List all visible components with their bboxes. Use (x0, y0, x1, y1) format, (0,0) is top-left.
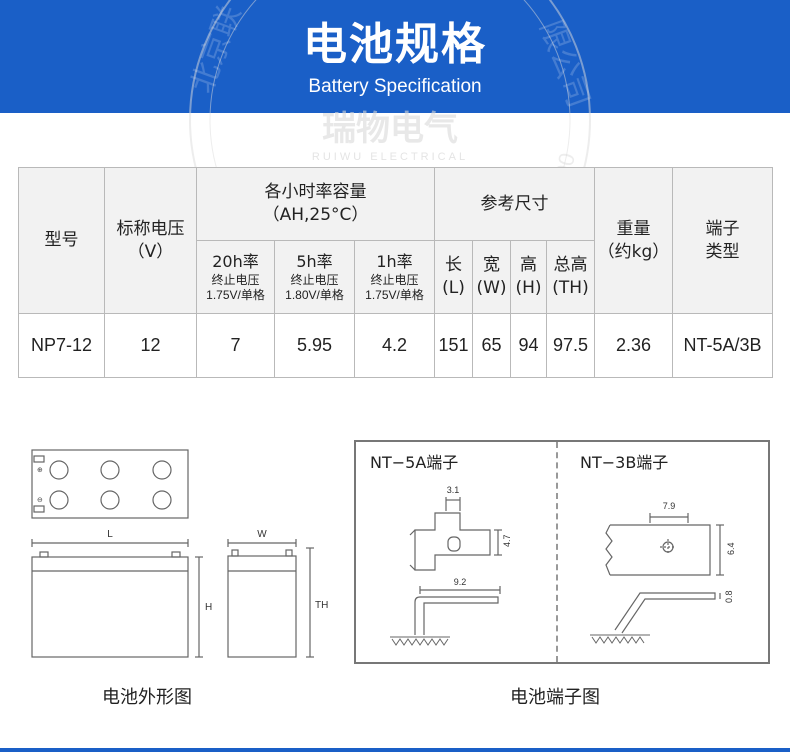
minus-terminal-mark: ⊖ (37, 496, 43, 504)
dim-TH-label: TH (315, 600, 328, 611)
terminal-divider (556, 442, 558, 662)
header-length-cn: 长 (445, 255, 462, 275)
header-rate-5h: 5h率 终止电压 1.80V/单格 (274, 240, 355, 314)
nt5a-dim-bottom: 9.2 (454, 577, 467, 587)
header-width: 宽 (W) (472, 240, 511, 314)
nt5a-dim-top: 3.1 (447, 485, 460, 495)
cell-height: 94 (510, 313, 547, 378)
header-total-height-cn: 总高 (553, 255, 588, 275)
header-terminal-line2: 类型 (705, 241, 740, 262)
dim-H-label: H (205, 602, 212, 613)
nt3b-title: NT−3B端子 (580, 453, 669, 472)
header-voltage-line2: （V） (127, 241, 174, 262)
cell-cap-20h: 7 (196, 313, 275, 378)
header-length-abbr: (L) (442, 278, 465, 298)
header-rate-1h: 1h率 终止电压 1.75V/单格 (354, 240, 435, 314)
nt3b-dim-side: 6.4 (726, 542, 736, 555)
header-voltage: 标称电压 （V） (104, 167, 197, 314)
rate-1h-voltage: 1.75V/单格 (365, 287, 424, 302)
header-height-abbr: (H) (515, 278, 542, 298)
cell-cap-5h: 5.95 (274, 313, 355, 378)
table-header-row-2: 20h率 终止电压 1.75V/单格 5h率 终止电压 1.80V/单格 1h率… (19, 240, 773, 314)
battery-side-view (227, 539, 314, 658)
header-capacity-line2: （AH,25°C） (262, 205, 369, 225)
page-title: 电池规格 (303, 19, 487, 70)
nt5a-title: NT−5A端子 (370, 453, 459, 472)
terminal-caption: 电池端子图 (510, 687, 600, 708)
header-model: 型号 (18, 167, 105, 314)
watermark-company-en: RUIWU ELECTRICAL (312, 151, 468, 163)
page-subtitle: Battery Specification (308, 76, 482, 97)
rate-20h-voltage: 1.75V/单格 (206, 287, 265, 302)
header-weight: 重量 （约kg） (594, 167, 673, 314)
rate-5h-label: 5h率 (296, 251, 333, 271)
rate-1h-label: 1h率 (376, 251, 413, 271)
cell-weight: 2.36 (594, 313, 673, 378)
cell-length: 151 (434, 313, 473, 378)
cell-terminal: NT-5A/3B (672, 313, 773, 378)
cell-voltage: 12 (104, 313, 197, 378)
header-length: 长 (L) (434, 240, 473, 314)
rate-20h-label: 20h率 (212, 251, 259, 271)
watermark-company-cn: 瑞物电气 (322, 109, 458, 149)
header-terminal: 端子 类型 (672, 167, 773, 314)
battery-outline-diagram: ⊕ ⊖ L H W TH (31, 449, 328, 658)
header-total-height-abbr: (TH) (552, 278, 589, 298)
cell-total-height: 97.5 (546, 313, 595, 378)
cell-width: 65 (472, 313, 511, 378)
rate-1h-sub: 终止电压 (370, 272, 419, 287)
header-width-cn: 宽 (483, 255, 500, 275)
table-header-row-1: 型号 标称电压 （V） 各小时率容量 （AH,25°C） 参考尺寸 重量 （约k… (18, 167, 773, 314)
spec-table: 型号 标称电压 （V） 各小时率容量 （AH,25°C） 参考尺寸 重量 （约k… (18, 167, 773, 378)
header-capacity: 各小时率容量 （AH,25°C） (196, 167, 435, 241)
nt5a-terminal-drawing: 3.1 4.7 9.2 (390, 485, 512, 646)
table-row: NP7-12 12 7 5.95 4.2 151 65 94 97.5 2.36… (18, 313, 773, 378)
nt5a-dim-side: 4.7 (502, 534, 512, 547)
terminal-diagram-frame (354, 440, 770, 664)
cell-model: NP7-12 (18, 313, 105, 378)
rate-5h-sub: 终止电压 (290, 272, 339, 287)
battery-top-view (31, 449, 189, 519)
outline-caption: 电池外形图 (102, 687, 192, 708)
header-weight-line2: （约kg） (597, 241, 670, 262)
bottom-accent-bar (0, 748, 790, 752)
rate-5h-voltage: 1.80V/单格 (285, 287, 344, 302)
header-width-abbr: (W) (476, 278, 507, 298)
dim-W-label: W (257, 529, 267, 540)
header-capacity-line1: 各小时率容量 (264, 182, 367, 202)
header-weight-line1: 重量 (616, 218, 651, 239)
rate-20h-sub: 终止电压 (211, 272, 260, 287)
nt3b-terminal-drawing: 7.9 6.4 0.8 (590, 501, 736, 644)
plus-terminal-mark: ⊕ (37, 466, 43, 474)
header-voltage-line1: 标称电压 (116, 218, 185, 239)
header-terminal-line1: 端子 (705, 218, 740, 239)
dim-L-label: L (107, 529, 113, 540)
battery-front-view (31, 539, 203, 658)
header-total-height: 总高 (TH) (546, 240, 595, 314)
nt3b-dim-bottom: 0.8 (724, 590, 734, 603)
header-rate-20h: 20h率 终止电压 1.75V/单格 (196, 240, 275, 314)
header-height-cn: 高 (520, 255, 537, 275)
nt3b-dim-top: 7.9 (663, 501, 676, 511)
header-height: 高 (H) (510, 240, 547, 314)
header-dimensions: 参考尺寸 (434, 167, 595, 241)
cell-cap-1h: 4.2 (354, 313, 435, 378)
